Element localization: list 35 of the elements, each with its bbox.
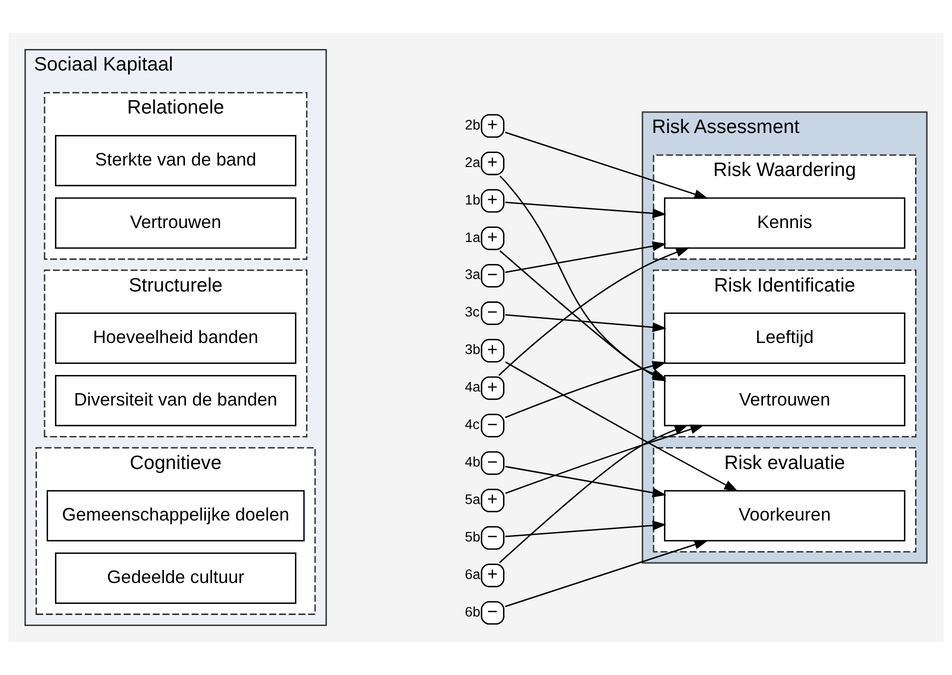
node-label: 5a	[464, 490, 480, 507]
arrow	[505, 202, 666, 218]
node-label: 4a	[464, 378, 480, 395]
node-box: Voorkeuren	[664, 490, 906, 542]
node-box: Vertrouwen	[664, 374, 906, 426]
node-label: 4c	[464, 416, 480, 432]
arrow	[498, 247, 690, 376]
node-box: Hoeveelheid banden	[54, 312, 296, 364]
node-label: 2a	[464, 154, 480, 170]
node-label: 3b	[464, 341, 480, 358]
arrow	[505, 466, 666, 498]
node-box: Gedeelde cultuur	[54, 552, 296, 604]
node-box: Sterkte van de band	[54, 134, 296, 186]
arrow	[499, 424, 688, 564]
node-box: Vertrouwen	[54, 197, 296, 249]
arrow	[505, 314, 666, 332]
node-box: Diversiteit van de banden	[54, 374, 296, 426]
node-label: 5b	[464, 528, 480, 544]
node-label: 6a	[464, 566, 480, 582]
node-box: Leeftijd	[664, 312, 906, 364]
node-box: Gemeenschappelijke doelen	[46, 490, 305, 542]
arrow	[505, 132, 708, 199]
node-label: 4b	[464, 454, 480, 470]
arrow	[505, 424, 704, 494]
arrow	[505, 540, 708, 608]
node-label: 1b	[464, 191, 480, 208]
arrow	[505, 241, 666, 273]
node-label: 3a	[464, 266, 480, 282]
node-label: 2b	[464, 116, 480, 132]
node-label: 6b	[464, 603, 480, 620]
arrow	[505, 520, 666, 538]
node-label: 3c	[464, 304, 480, 320]
node-label: 1a	[464, 228, 480, 245]
arrow	[505, 361, 738, 492]
node-box: Kennis	[664, 197, 906, 249]
